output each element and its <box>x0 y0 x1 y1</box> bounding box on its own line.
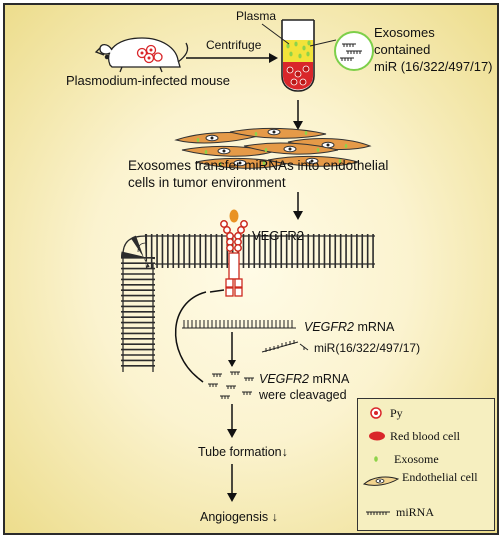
py-icon <box>370 407 382 419</box>
plasma-pointer <box>261 23 290 45</box>
legend-label-exosome: Exosome <box>394 452 439 466</box>
vegfr2-mrna-icon <box>182 320 296 329</box>
feedback-curve-tail <box>197 377 204 383</box>
exosome-label-line2: contained <box>374 42 431 57</box>
diagram-panel <box>3 3 499 535</box>
mrna-suffix: mRNA <box>354 320 395 334</box>
red-blood-cell-icon <box>369 431 385 441</box>
angiogenesis-label: Angiogensis ↓ <box>200 510 278 524</box>
centrifuge-tube-icon <box>281 19 315 92</box>
mir-label: miR(16/322/497/17) <box>314 341 421 355</box>
legend-label-py: Py <box>390 406 403 420</box>
legend: Py Red blood cell Exosome Endothelial ce… <box>357 398 495 531</box>
endothelial-cells-icon <box>174 127 372 169</box>
cleaved-mrna-fragments-icon <box>208 371 254 399</box>
endothelial-cell-icon <box>362 476 400 486</box>
exosome-mirna-circle <box>334 31 374 71</box>
mouse-caption: Plasmodium-infected mouse <box>66 73 231 88</box>
mirna-icon <box>366 511 390 515</box>
cleaved-label-line1: VEGFR2 mRNA <box>259 372 349 386</box>
transfer-text-line1: Exosomes transfer miRNAs into endothelia… <box>128 158 389 173</box>
feedback-inhibit-line <box>209 289 225 293</box>
vegfr2-receptor-icon <box>220 209 248 297</box>
cell-membrane <box>121 234 375 372</box>
mir-binding-icon <box>261 340 309 353</box>
cleaved-suffix: mRNA <box>309 372 350 386</box>
tube-formation-label: Tube formation↓ <box>198 445 288 459</box>
vegfr2-label: VEGFR2 <box>252 228 305 243</box>
legend-icons <box>362 407 400 515</box>
legend-label-rbc: Red blood cell <box>390 429 460 443</box>
exosome-label-line3: miR (16/322/497/17) <box>374 59 493 74</box>
feedback-curve-left <box>175 291 207 379</box>
exosome-icon <box>374 456 378 462</box>
exosome-pointer <box>309 39 337 47</box>
plasma-label: Plasma <box>236 9 277 23</box>
legend-label-mirna: miRNA <box>396 505 435 519</box>
mrna-label: VEGFR2 mRNA <box>304 320 394 334</box>
exosome-label-line1: Exosomes <box>374 25 435 40</box>
mouse-icon <box>94 37 189 73</box>
centrifuge-label: Centrifuge <box>206 38 262 52</box>
cleaved-label-line2: were cleavaged <box>259 388 347 402</box>
legend-label-endothelial: Endothelial cell <box>402 470 478 484</box>
mrna-gene-name: VEGFR2 <box>304 320 355 334</box>
transfer-text-line2: cells in tumor environment <box>128 175 286 190</box>
cleaved-gene-name: VEGFR2 <box>259 372 310 386</box>
